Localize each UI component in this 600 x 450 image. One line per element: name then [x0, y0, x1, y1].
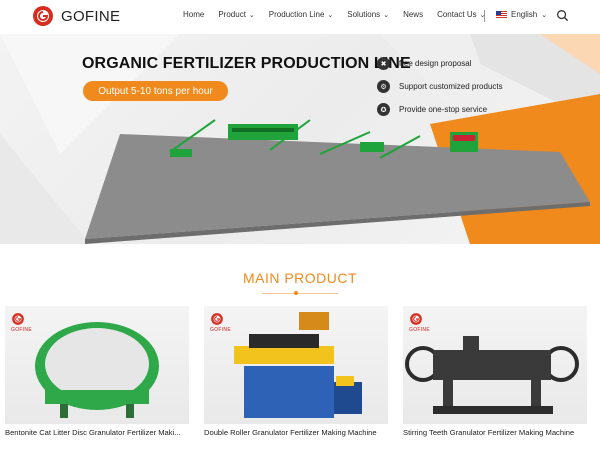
nav-label: Product [218, 10, 246, 19]
tools-icon: ✖ [377, 57, 390, 70]
language-selector[interactable]: English ⌄ [496, 10, 547, 19]
nav-item-news[interactable]: News [403, 10, 423, 19]
product-card[interactable]: GOFINE Stirring Teeth Granulator Fertili… [403, 306, 587, 450]
feature-item: ✪ Provide one-stop service [377, 102, 503, 117]
product-image[interactable]: GOFINE [5, 306, 189, 424]
feature-label: Support customized products [399, 82, 503, 91]
gofine-logo-icon[interactable] [31, 5, 55, 29]
product-card[interactable]: GOFINE Bentonite Cat Litter Disc Granula… [5, 306, 189, 450]
section-title-underline [262, 293, 338, 294]
medal-icon: ✪ [377, 103, 390, 116]
nav-label: Production Line [268, 10, 325, 19]
logo-caption: GOFINE [409, 327, 430, 333]
gofine-logo-icon [211, 313, 223, 325]
feature-label: Provide one-stop service [399, 105, 488, 114]
product-card[interactable]: GOFINE Double Roller Granulator Fertiliz… [204, 306, 388, 450]
hero-background [0, 34, 600, 244]
site-header: GOFINE Home Product⌄ Production Line⌄ So… [0, 0, 600, 34]
product-image[interactable]: GOFINE [403, 306, 587, 424]
section-title: MAIN PRODUCT [242, 270, 358, 286]
main-nav: Home Product⌄ Production Line⌄ Solutions… [183, 10, 500, 19]
nav-item-solutions[interactable]: Solutions⌄ [347, 10, 389, 19]
nav-label: Solutions [347, 10, 381, 19]
double-roller-granulator-image [234, 312, 362, 418]
us-flag-icon [496, 11, 507, 18]
chevron-down-icon: ⌄ [479, 11, 486, 19]
language-label: English [511, 10, 538, 19]
nav-item-production-line[interactable]: Production Line⌄ [269, 10, 333, 19]
chevron-down-icon: ⌄ [327, 11, 334, 19]
hero-title: ORGANIC FERTILIZER PRODUCTION LINE [82, 55, 411, 72]
hero-feature-list: ✖ free design proposal ⚙ Support customi… [377, 56, 503, 125]
nav-item-contact-us[interactable]: Contact Us⌄ [437, 10, 485, 19]
product-name[interactable]: Bentonite Cat Litter Disc Granulator Fer… [5, 428, 181, 437]
hero-output-badge: Output 5-10 tons per hour [83, 81, 228, 101]
logo-caption: GOFINE [11, 327, 32, 333]
gofine-logo-icon [12, 313, 24, 325]
nav-label: Home [183, 10, 205, 19]
gears-icon: ⚙ [377, 80, 390, 93]
search-icon[interactable] [556, 9, 569, 22]
section-title-dot [294, 291, 298, 295]
chevron-down-icon: ⌄ [248, 11, 255, 19]
nav-divider [484, 10, 485, 22]
feature-label: free design proposal [399, 59, 472, 68]
nav-label: News [403, 10, 424, 19]
feature-item: ✖ free design proposal [377, 56, 503, 71]
gofine-logo-icon [410, 313, 422, 325]
feature-item: ⚙ Support customized products [377, 79, 503, 94]
nav-item-home[interactable]: Home [183, 10, 204, 19]
nav-label: Contact Us [437, 10, 477, 19]
nav-item-product[interactable]: Product⌄ [218, 10, 254, 19]
chevron-down-icon: ⌄ [541, 11, 548, 19]
product-name[interactable]: Double Roller Granulator Fertilizer Maki… [204, 428, 377, 437]
disc-granulator-image [35, 322, 159, 418]
brand-name[interactable]: GOFINE [61, 8, 121, 25]
product-image[interactable]: GOFINE [204, 306, 388, 424]
chevron-down-icon: ⌄ [383, 11, 390, 19]
stirring-teeth-granulator-image [405, 336, 579, 414]
hero-banner[interactable]: ORGANIC FERTILIZER PRODUCTION LINE Outpu… [0, 34, 600, 244]
product-name[interactable]: Stirring Teeth Granulator Fertilizer Mak… [403, 428, 575, 437]
logo-caption: GOFINE [210, 327, 231, 333]
